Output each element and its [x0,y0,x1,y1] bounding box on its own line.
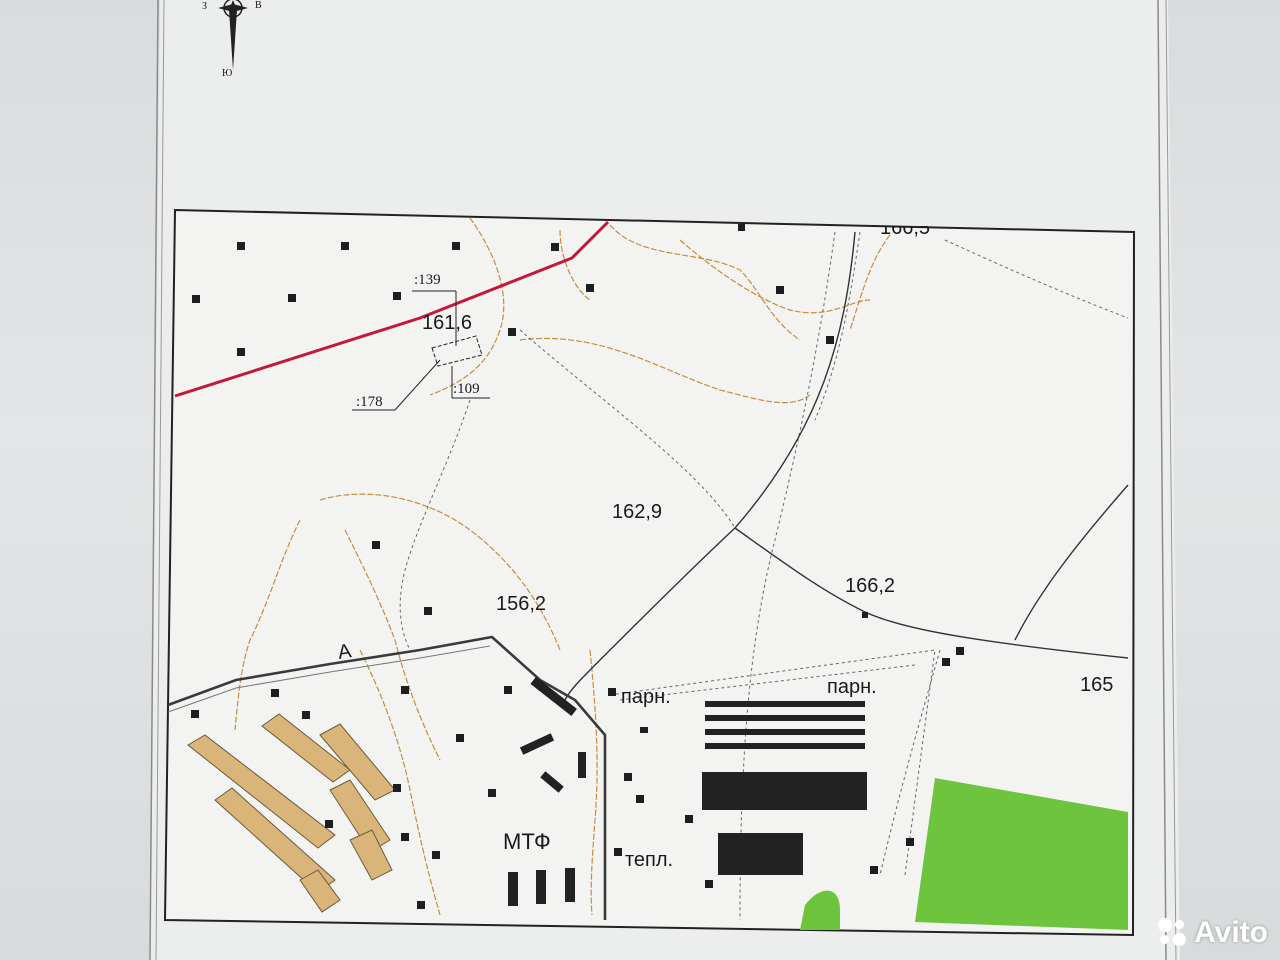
elevation-label: 165 [1080,674,1114,696]
avito-brand-text: Avito [1194,916,1268,949]
compass-south-label: Ю [222,68,233,79]
avito-watermark: Avito [1158,916,1268,950]
footpaths [399,231,1129,921]
map-frame [163,208,1136,937]
boundary-line [174,220,610,398]
area-label-hothouse: тепл. [625,849,674,871]
compass-west-label: З [202,1,208,12]
building-markers [191,224,964,909]
main-road [167,635,607,920]
parcel-label: :178 [356,394,383,410]
sheet-border-right [1157,0,1167,960]
elevation-label: 161,6 [422,312,473,334]
area-label-greenhouse: парн. [827,676,877,698]
parcel-callout [352,290,490,411]
elevation-label: 156,2 [496,593,547,615]
greenhouse-bars [702,701,867,875]
sheet-border-left-inner [155,0,165,960]
avito-logo-icon [1158,918,1188,948]
main-road-edge [167,645,491,713]
elevation-label-partial: 166,5 [880,217,931,239]
elevation-label: 162,9 [612,501,663,523]
contour-lines [234,217,891,916]
sheet-border-right-outer [1165,0,1177,960]
sheet-border-left [149,0,159,960]
parcel-label: :139 [414,272,441,288]
vegetation-area-small [800,890,840,930]
mtf-barns [508,676,586,906]
compass-east-label: В [255,0,262,11]
elevation-label: 166,2 [845,575,896,597]
area-label-mtf: МТФ [503,829,551,854]
parcel-label: :109 [453,381,480,397]
area-label-greenhouse: парн. [621,686,671,708]
residential-buildings [187,713,396,913]
compass-rose-icon [218,0,248,70]
dirt-roads [564,231,1129,701]
vegetation-area [915,778,1128,930]
